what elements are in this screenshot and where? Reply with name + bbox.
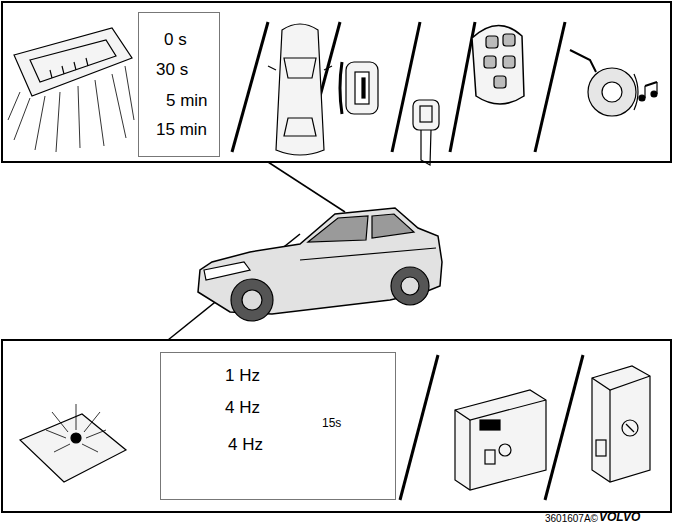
ignition-switch (340, 62, 378, 114)
bottom-panel (2, 340, 671, 512)
value-text: 1 Hz (225, 367, 260, 386)
remote-control (472, 25, 524, 104)
courtesy-lamp (8, 28, 134, 152)
value-text: 30 s (156, 61, 188, 80)
horn (570, 50, 657, 116)
text-box: 1 Hz 4 Hz 4 Hz (160, 352, 396, 500)
led-indicator (20, 404, 126, 482)
car-top-view (268, 24, 332, 155)
value-text: 5 min (166, 92, 208, 111)
value-text: 0 s (164, 31, 187, 50)
leader-line (268, 162, 345, 212)
top-panel (2, 2, 671, 162)
key (413, 100, 439, 165)
value-text: 4 Hz (225, 399, 260, 418)
control-module (455, 390, 546, 490)
value-text: 15 min (156, 121, 207, 140)
figure-number: 3601607A© (545, 513, 598, 524)
time-label: 15s (322, 417, 341, 430)
text-box: 0 s 30 s 5 min 15 min (138, 12, 220, 157)
brand-label: VOLVO (599, 511, 640, 524)
car (198, 208, 442, 321)
value-text: 4 Hz (228, 436, 263, 455)
control-module (592, 366, 650, 482)
